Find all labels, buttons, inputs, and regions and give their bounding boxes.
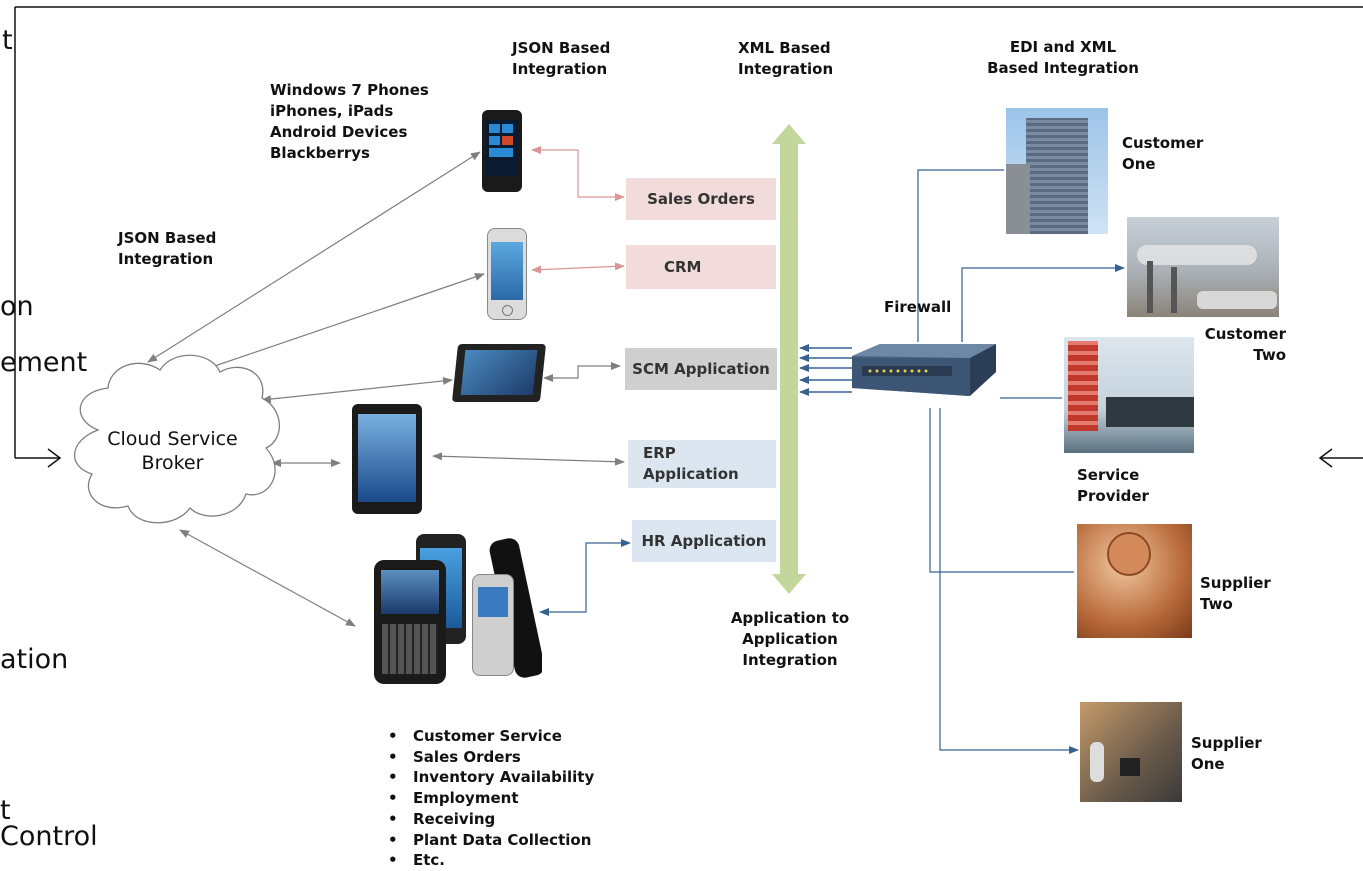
firewall-bar-arrows <box>799 344 852 396</box>
android-tablet-icon <box>451 344 547 402</box>
customer-two-label: Customer Two <box>1204 325 1286 364</box>
edge-text-t: t <box>2 25 13 56</box>
mobile-use-cases-list: Customer Service Sales Orders Inventory … <box>388 726 594 871</box>
customer-one-label: Customer One <box>1122 134 1204 173</box>
erp-application-box: ERP Application <box>628 440 776 488</box>
list-item: Inventory Availability <box>388 767 594 788</box>
erp-application-label: ERP Application <box>643 444 739 483</box>
service-provider-port-photo <box>1064 337 1194 453</box>
service-provider-label: Service Provider <box>1077 466 1149 505</box>
scm-application-label: SCM Application <box>632 360 770 378</box>
device-app-arrows <box>432 146 631 616</box>
cloud-service-broker-label: Cloud Service Broker <box>107 428 238 474</box>
iphone-icon <box>487 228 527 320</box>
edge-text-control: Control <box>0 821 98 852</box>
supplier-one-label: Supplier One <box>1191 734 1262 773</box>
firewall-appliance-icon <box>852 344 996 396</box>
hr-application-label: HR Application <box>641 532 767 550</box>
smartphones-cluster-icon <box>372 530 542 690</box>
customer-two-refinery-photo <box>1127 217 1279 317</box>
sales-orders-label: Sales Orders <box>647 190 755 208</box>
list-item: Receiving <box>388 809 594 830</box>
supplier-two-label: Supplier Two <box>1200 574 1271 613</box>
slide-frame <box>14 6 1363 468</box>
crm-box: CRM <box>626 245 776 289</box>
list-item: Employment <box>388 788 594 809</box>
supplier-two-circuit-photo <box>1077 524 1192 638</box>
list-item: Etc. <box>388 850 594 871</box>
xml-based-integration-header: XML Based Integration <box>738 39 834 78</box>
json-based-integration-side-label: JSON Based Integration <box>118 229 217 268</box>
sales-orders-box: Sales Orders <box>626 178 776 220</box>
edge-text-t2: t <box>0 795 11 826</box>
json-based-integration-header: JSON Based Integration <box>512 39 611 78</box>
list-item: Customer Service <box>388 726 594 747</box>
customer-one-building-photo <box>1006 108 1108 234</box>
cloud-shape <box>74 354 280 524</box>
a2a-integration-label: Application to Application Integration <box>730 609 850 669</box>
edge-text-on: on <box>0 291 34 322</box>
crm-label: CRM <box>664 258 702 276</box>
firewall-label: Firewall <box>884 298 952 316</box>
hr-application-box: HR Application <box>632 520 776 562</box>
windows-phone-icon <box>482 110 522 192</box>
supplier-one-factory-photo <box>1080 702 1182 802</box>
edi-xml-integration-header: EDI and XML Based Integration <box>987 38 1139 77</box>
cloud-device-arrows <box>147 151 485 627</box>
partner-connectors <box>917 169 1125 754</box>
ipad-icon <box>352 404 422 514</box>
edge-text-ation: ation <box>0 644 69 675</box>
scm-application-box: SCM Application <box>625 348 777 390</box>
list-item: Sales Orders <box>388 747 594 768</box>
edge-text-ement: ement <box>0 347 88 378</box>
list-item: Plant Data Collection <box>388 830 594 851</box>
device-types-label: Windows 7 Phones iPhones, iPads Android … <box>270 81 429 162</box>
xml-integration-bar <box>772 124 806 594</box>
